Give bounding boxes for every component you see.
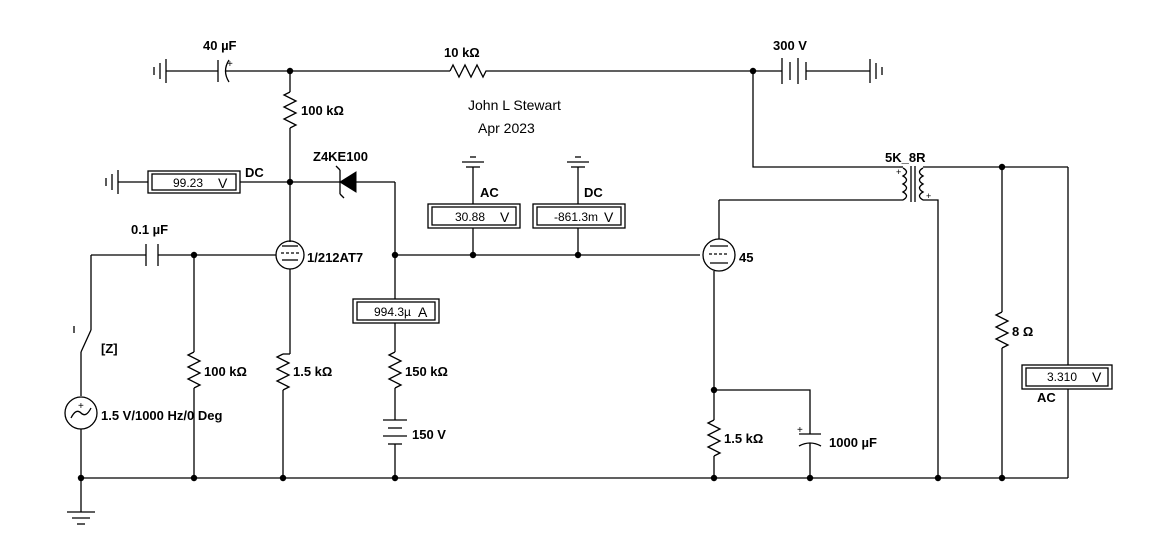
voltmeter-grid-dc-unit: V: [604, 209, 614, 225]
capacitor-1000uf-label: 1000 µF: [829, 435, 877, 450]
junction-ground-3: [279, 474, 287, 482]
tube-45-label: 45: [739, 250, 753, 265]
input-wires: [90, 254, 276, 330]
svg-text:+: +: [896, 167, 901, 177]
voltmeter-output-value: 3.310: [1047, 370, 1077, 384]
junction-ground-5: [710, 474, 718, 482]
zener-diode-label: Z4KE100: [313, 149, 368, 164]
voltmeter-plate-dc: [105, 170, 290, 194]
voltmeter-output-ac: [1021, 167, 1113, 478]
svg-text:+: +: [797, 425, 803, 436]
resistor-100k-grid-label: 100 kΩ: [204, 364, 247, 379]
svg-text:+: +: [926, 191, 931, 201]
battery-150v-label: 150 V: [412, 427, 446, 442]
junction-ground-2: [190, 474, 198, 482]
battery-300v-label: 300 V: [773, 38, 807, 53]
tube-12at7-label: 1/212AT7: [307, 250, 363, 265]
resistor-8-ohm-label: 8 Ω: [1012, 324, 1033, 339]
tube-12at7: [275, 182, 305, 354]
voltmeter-grid-ac-unit: V: [500, 209, 510, 225]
svg-text:+: +: [227, 59, 233, 70]
tube-45: [702, 199, 903, 390]
ground-symbol-left-top: [153, 59, 167, 83]
resistor-150k: [387, 351, 403, 420]
ground-symbol-right-top: [869, 59, 883, 83]
resistor-1-5k-cathode1-label: 1.5 kΩ: [293, 364, 332, 379]
voltmeter-plate-value: 99.23: [173, 176, 203, 190]
switch-z[interactable]: [73, 326, 92, 396]
resistor-1-5k-cathode1: [275, 353, 291, 478]
resistor-10k-label: 10 kΩ: [444, 45, 480, 60]
battery-150v: [383, 419, 407, 478]
author-date: Apr 2023: [478, 120, 535, 136]
ac-source-label: 1.5 V/1000 Hz/0 Deg: [101, 408, 222, 423]
ammeter-zener: [352, 255, 440, 352]
voltmeter-plate-mode: DC: [245, 165, 264, 180]
voltmeter-output-unit: V: [1092, 369, 1102, 385]
voltmeter-grid-dc-mode: DC: [584, 185, 603, 200]
zener-diode: [290, 165, 396, 255]
junction-ground-6: [806, 474, 814, 482]
capacitor-40uf: +: [217, 59, 233, 83]
voltmeter-plate-unit: V: [218, 175, 228, 191]
voltmeter-grid-ac: [427, 156, 521, 255]
resistor-100k-plate-label: 100 kΩ: [301, 103, 344, 118]
resistor-100k-plate: [282, 71, 298, 182]
resistor-8-ohm: [994, 167, 1010, 478]
voltmeter-output-mode: AC: [1037, 390, 1056, 405]
capacitor-1000uf: +: [714, 389, 822, 478]
author-name: John L Stewart: [468, 97, 561, 113]
ammeter-value: 994.3µ: [374, 305, 411, 319]
ammeter-unit: A: [418, 304, 428, 320]
resistor-10k: [449, 63, 488, 79]
svg-text:+: +: [78, 401, 84, 412]
switch-z-label: [Z]: [101, 341, 118, 356]
transformer-5k-8r: + +: [752, 71, 1068, 478]
resistor-1-5k-cathode2: [706, 390, 722, 478]
voltmeter-grid-dc: [532, 156, 626, 255]
capacitor-40uf-label: 40 µF: [203, 38, 237, 53]
capacitor-0-1uf-label: 0.1 µF: [131, 222, 168, 237]
resistor-1-5k-cathode2-label: 1.5 kΩ: [724, 431, 763, 446]
battery-300v: [781, 58, 807, 84]
ac-source: +: [64, 396, 98, 478]
ground-rail: [67, 477, 1068, 525]
junction-ground-7: [934, 474, 942, 482]
transformer-label: 5K_8R: [885, 150, 926, 165]
resistor-150k-label: 150 kΩ: [405, 364, 448, 379]
voltmeter-grid-ac-value: 30.88: [455, 210, 485, 224]
junction-ground-1: [77, 474, 85, 482]
capacitor-0-1uf: [145, 244, 159, 266]
voltmeter-grid-dc-value: -861.3m: [554, 210, 598, 224]
voltmeter-grid-ac-mode: AC: [480, 185, 499, 200]
resistor-100k-grid: [186, 255, 202, 478]
junction-ground-4: [391, 474, 399, 482]
junction-ground-8: [998, 474, 1006, 482]
